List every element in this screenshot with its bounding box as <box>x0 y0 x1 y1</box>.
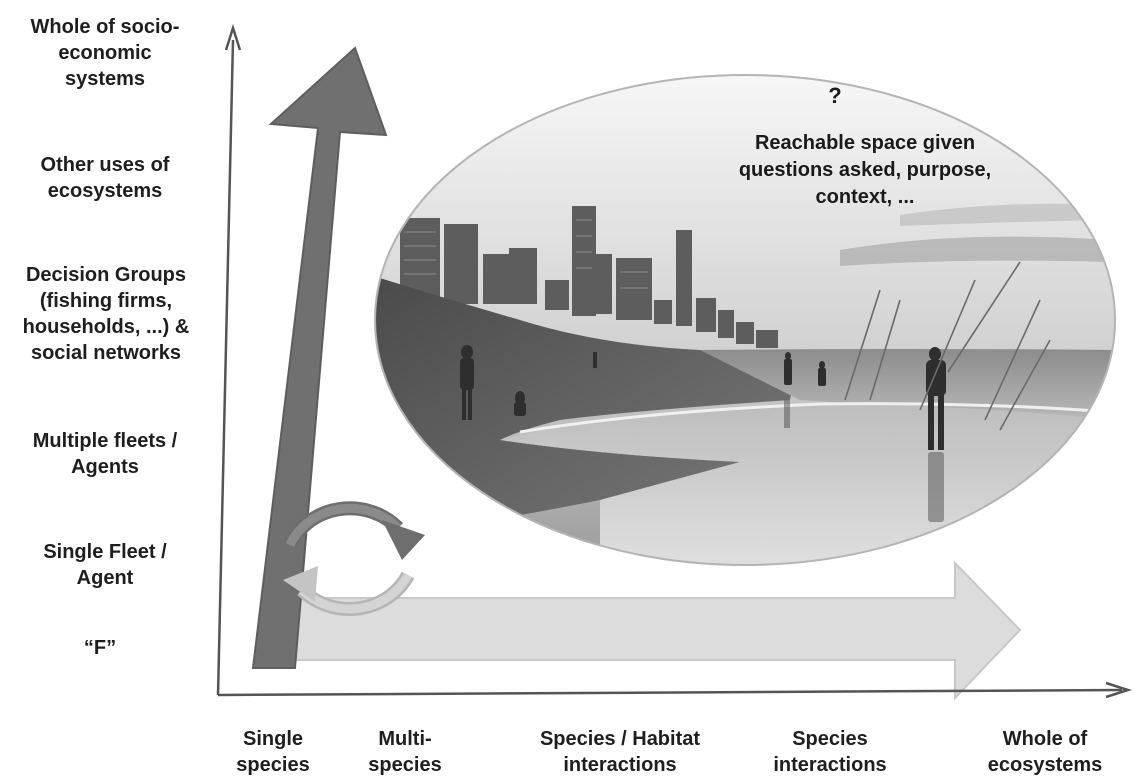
x-level-species-habitat: Species / Habitat interactions <box>539 728 701 776</box>
axes <box>216 23 1133 699</box>
y-level-whole-socio-economic: Whole of socio- economic systems <box>30 16 180 90</box>
beach-scene-ellipse <box>374 74 1116 566</box>
horizontal-arrow <box>281 560 1022 701</box>
y-level-f: “F” <box>83 637 117 659</box>
x-level-species-interactions: Species interactions <box>773 728 887 776</box>
x-level-multi-species: Multi- species <box>368 728 442 776</box>
y-level-multiple-fleets: Multiple fleets / Agents <box>32 430 178 478</box>
cycle-arrows-icon <box>283 501 425 616</box>
ellipse-caption: Reachable space given questions asked, p… <box>738 132 992 208</box>
question-mark: ? <box>828 83 842 108</box>
y-level-single-fleet: Single Fleet / Agent <box>43 541 167 589</box>
x-level-whole-ecosystems: Whole of ecosystems <box>987 728 1103 776</box>
vertical-arrow-body <box>251 46 388 669</box>
y-level-decision-groups: Decision Groups (fishing firms, househol… <box>22 264 190 364</box>
x-level-single-species: Single species <box>236 728 310 776</box>
y-level-other-uses: Other uses of ecosystems <box>40 154 170 202</box>
